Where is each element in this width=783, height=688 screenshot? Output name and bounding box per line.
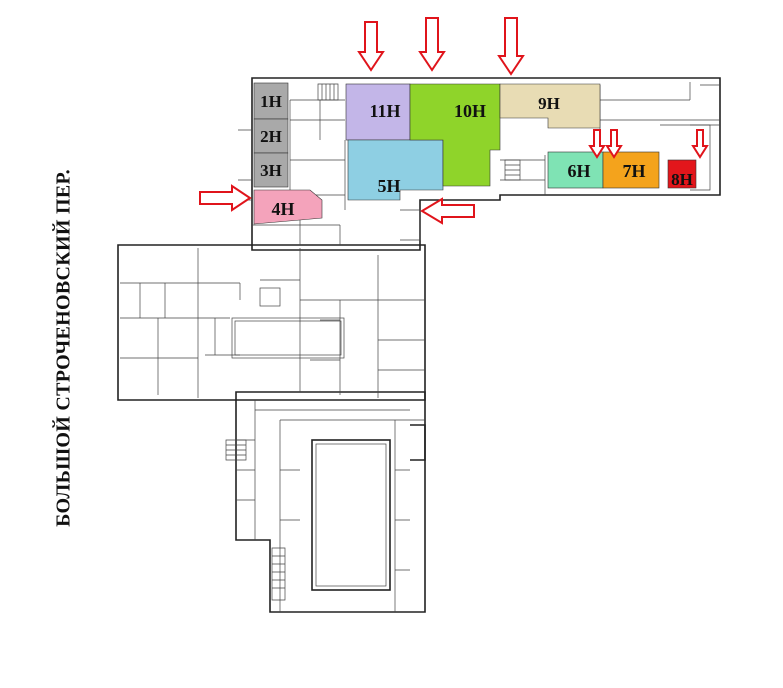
entrance-arrow-6h: [588, 129, 606, 159]
unit-11h[interactable]: [345, 83, 411, 141]
label-2h: 2Н: [260, 127, 282, 146]
unit-8h[interactable]: [667, 159, 697, 189]
entrance-arrow-8h: [691, 129, 709, 159]
label-10h: 10Н: [454, 101, 486, 121]
label-5h: 5Н: [377, 176, 400, 196]
label-11h: 11Н: [369, 101, 400, 121]
building-walls: [117, 77, 721, 613]
label-9h: 9Н: [538, 94, 560, 113]
entrance-arrow-5h: [420, 197, 475, 225]
unit-9h[interactable]: [499, 83, 601, 129]
unit-labels: 1Н 2Н 3Н 4Н 5Н 6Н 7Н 8Н 9Н 10Н 11Н: [260, 92, 693, 219]
entrance-arrow-10h: [418, 17, 446, 72]
label-7h: 7Н: [622, 161, 645, 181]
label-8h: 8Н: [671, 170, 693, 189]
label-6h: 6Н: [567, 161, 590, 181]
label-1h: 1Н: [260, 92, 282, 111]
unit-3h[interactable]: [253, 152, 289, 188]
entrance-arrow-11h: [357, 21, 385, 72]
unit-7h[interactable]: [602, 151, 660, 189]
unit-4h[interactable]: [253, 189, 323, 225]
unit-6h[interactable]: [547, 151, 604, 189]
unit-2h[interactable]: [253, 118, 289, 154]
entrance-arrow-4h: [199, 184, 252, 212]
entrance-arrow-9h: [497, 17, 525, 76]
interior-partitions: [120, 82, 720, 612]
units: [253, 82, 697, 225]
unit-1h[interactable]: [253, 82, 289, 120]
label-4h: 4Н: [271, 199, 294, 219]
entrance-arrows: [199, 17, 709, 225]
label-3h: 3Н: [260, 161, 282, 180]
entrance-arrow-7h: [605, 129, 623, 159]
